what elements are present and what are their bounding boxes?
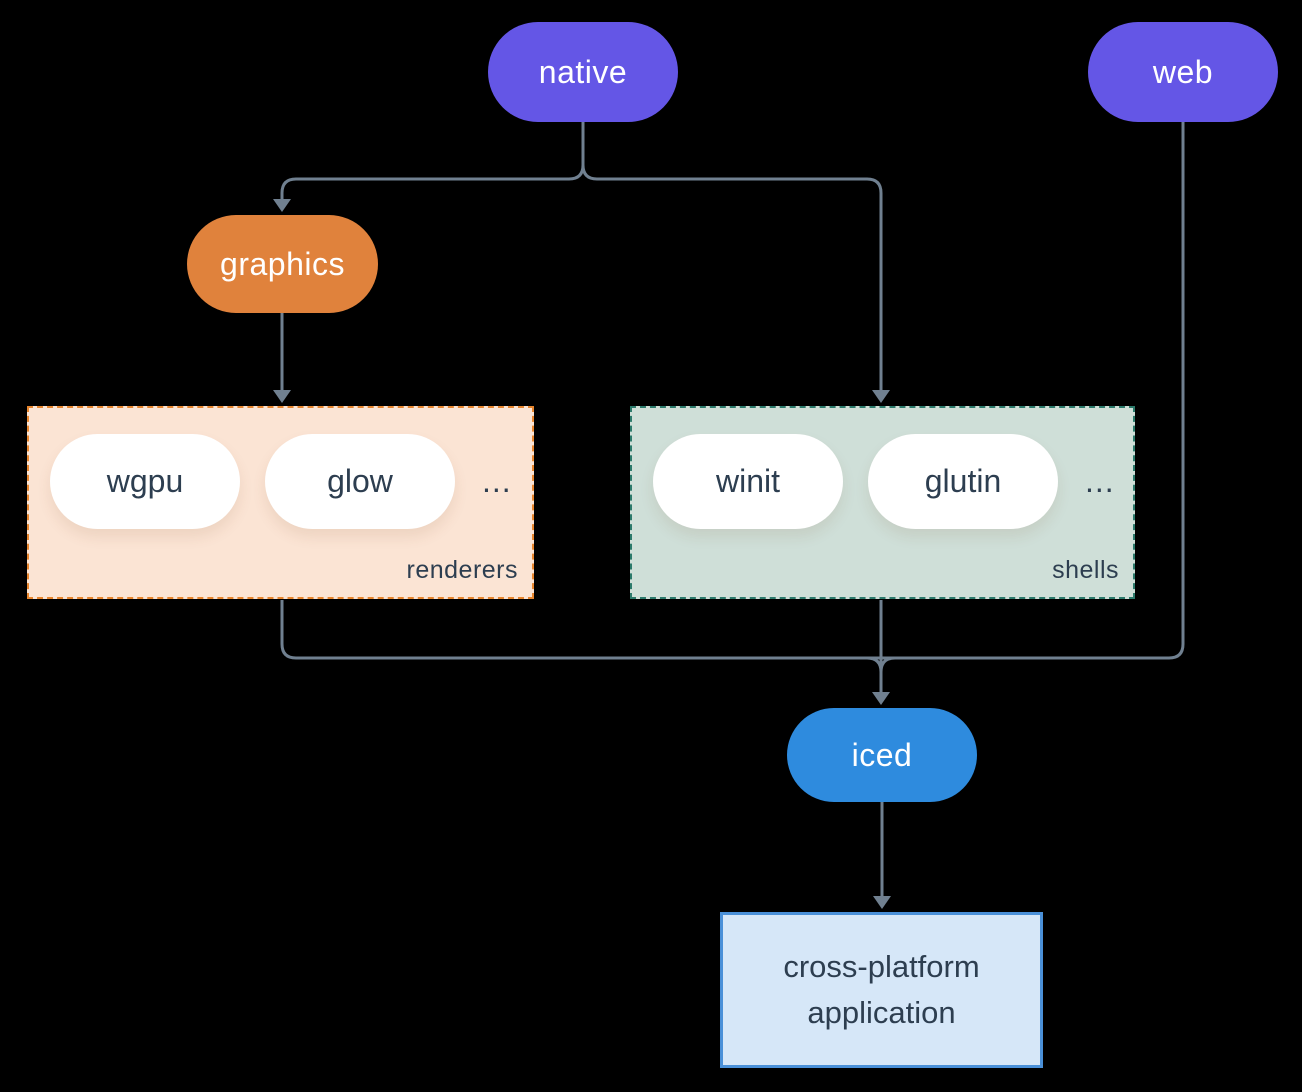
arrowhead-iced <box>872 692 890 705</box>
edge-native-shells <box>581 122 883 390</box>
node-native: native <box>488 22 678 122</box>
group-shells: winit glutin ... shells <box>630 406 1135 599</box>
node-application-label-line2: application <box>807 995 956 1030</box>
node-glutin: glutin <box>868 434 1058 529</box>
node-glow-label: glow <box>327 463 393 499</box>
node-native-label: native <box>538 53 628 90</box>
shells-group-label: shells <box>1052 556 1119 584</box>
node-glow: glow <box>265 434 455 529</box>
arrowhead-renderers <box>273 390 291 403</box>
node-winit: winit <box>653 434 843 529</box>
shells-ellipsis: ... <box>1085 463 1115 499</box>
node-winit-label: winit <box>715 463 780 499</box>
node-glutin-label: glutin <box>924 463 1002 499</box>
node-wgpu: wgpu <box>50 434 240 529</box>
node-graphics-label: graphics <box>220 245 345 282</box>
node-web-label: web <box>1152 53 1214 90</box>
renderers-pill-row: wgpu glow ... <box>29 408 532 529</box>
arrowhead-graphics <box>273 199 291 212</box>
shells-pill-row: winit glutin ... <box>632 408 1133 529</box>
edge-native-graphics <box>280 122 585 199</box>
node-graphics: graphics <box>187 215 378 313</box>
renderers-group-label: renderers <box>406 556 518 584</box>
edge-renderers-iced <box>280 600 881 660</box>
node-wgpu-label: wgpu <box>106 463 184 499</box>
node-web: web <box>1088 22 1278 122</box>
arrowhead-shells <box>872 390 890 403</box>
node-iced: iced <box>787 708 977 802</box>
node-application: cross-platform application <box>720 912 1043 1068</box>
edge-junction-fillet-right <box>879 656 896 673</box>
node-iced-label: iced <box>851 736 913 773</box>
renderers-ellipsis: ... <box>482 463 512 499</box>
arrowhead-application <box>873 896 891 909</box>
edge-junction-fillet-left <box>866 656 883 673</box>
group-renderers: wgpu glow ... renderers <box>27 406 534 599</box>
node-application-label-line1: cross-platform <box>783 949 980 984</box>
